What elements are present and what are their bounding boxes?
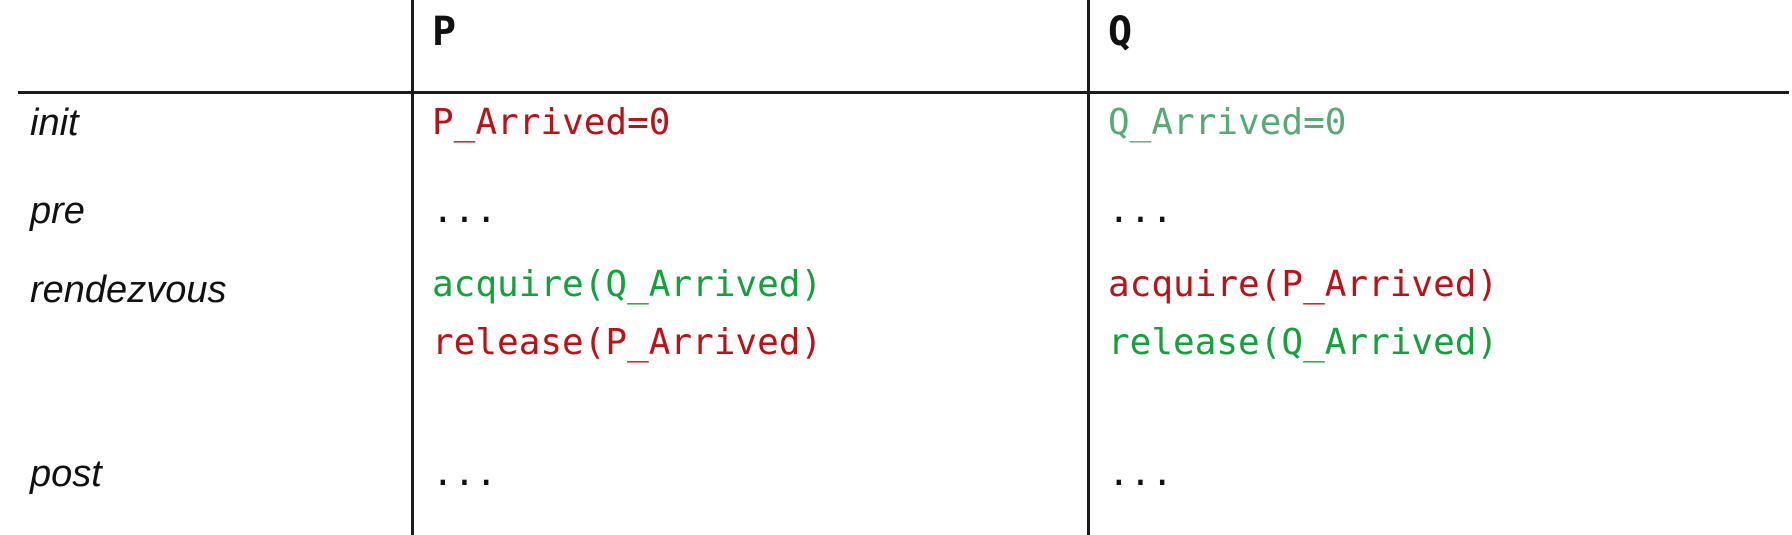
row-label-cell-pre: pre (0, 181, 413, 256)
cell-post-p: ... (413, 414, 1090, 535)
column-header-p: P (432, 9, 457, 55)
code-line: Q_Arrived=0 (1108, 102, 1347, 143)
cell-init-q: Q_Arrived=0 (1090, 93, 1792, 181)
code-line: release(Q_Arrived) (1108, 322, 1499, 363)
header-cell-p: P (413, 0, 1090, 93)
cell-post-q: ... (1090, 414, 1792, 535)
column-divider-q (1087, 0, 1090, 535)
row-label-init: init (30, 102, 79, 144)
code-line: acquire(Q_Arrived) (432, 264, 823, 305)
cell-pre-q: ... (1090, 181, 1792, 256)
code-line: ... (1108, 453, 1174, 494)
code-line: ... (432, 190, 498, 231)
row-label-cell-post: post (0, 414, 413, 535)
code-line: acquire(P_Arrived) (1108, 264, 1499, 305)
row-label-cell-init: init (0, 93, 413, 181)
header-cell-empty (0, 0, 413, 93)
row-label-rendezvous: rendezvous (30, 269, 227, 311)
row-label-pre: pre (30, 190, 85, 232)
cell-init-p: P_Arrived=0 (413, 93, 1090, 181)
code-line: release(P_Arrived) (432, 322, 823, 363)
cell-pre-p: ... (413, 181, 1090, 256)
row-label-post: post (30, 453, 102, 495)
cell-rendezvous-p: acquire(Q_Arrived) release(P_Arrived) (413, 256, 1090, 414)
code-line: ... (1108, 190, 1174, 231)
header-cell-q: Q (1090, 0, 1792, 93)
header-rule (18, 91, 1789, 94)
cell-rendezvous-q: acquire(P_Arrived) release(Q_Arrived) (1090, 256, 1792, 414)
row-label-cell-rendezvous: rendezvous (0, 256, 413, 414)
code-line: ... (432, 453, 498, 494)
column-header-q: Q (1108, 9, 1133, 55)
column-divider-p (411, 0, 414, 535)
code-line: P_Arrived=0 (432, 102, 671, 143)
